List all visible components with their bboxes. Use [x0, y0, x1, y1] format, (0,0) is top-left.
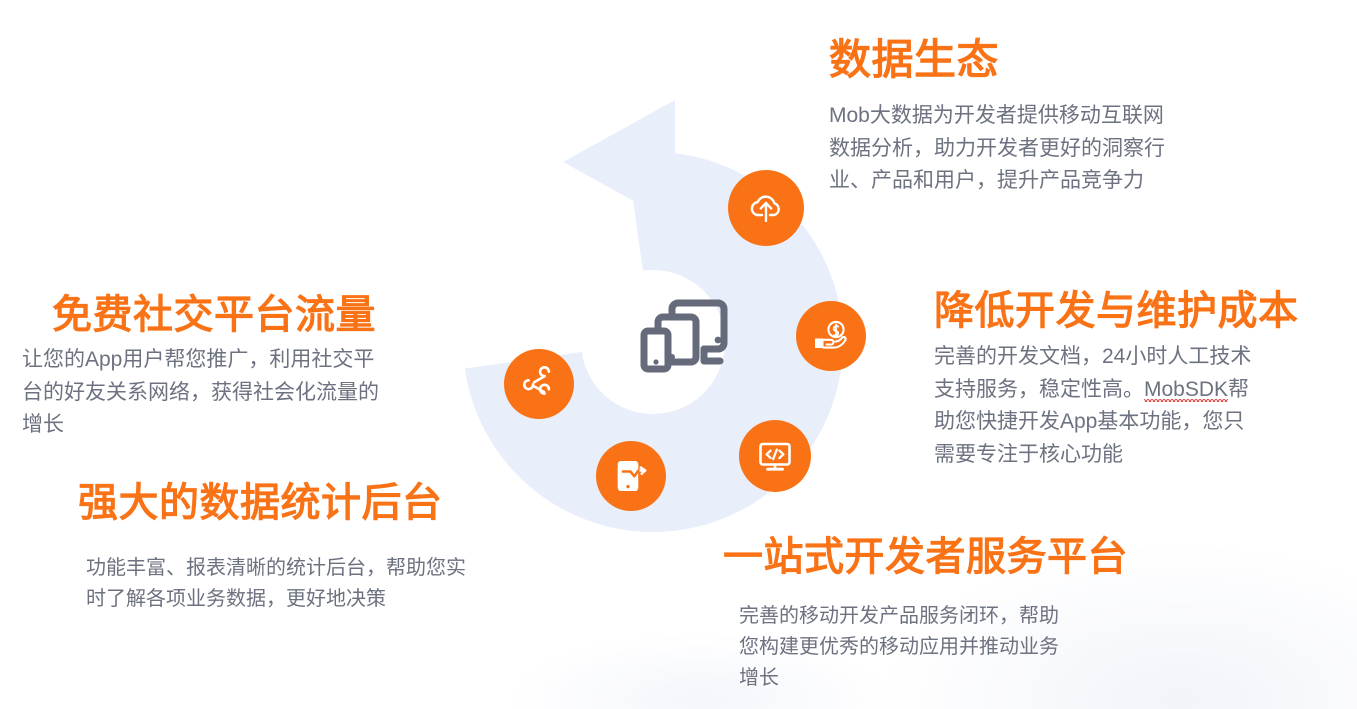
badge-code-monitor[interactable] — [739, 420, 811, 492]
cost-heading: 降低开发与维护成本 — [934, 289, 1299, 333]
ecosystem-body: Mob大数据为开发者提供移动互联网 数据分析，助力开发者更好的洞察行 业、产品和… — [829, 100, 1165, 198]
badge-mobile-analytics[interactable] — [596, 441, 666, 511]
multi-device-icon — [634, 291, 730, 377]
badge-cloud-upload[interactable] — [728, 170, 804, 246]
social-body: 让您的App用户帮您推广，利用社交平 台的好友关系网络，获得社会化流量的 增长 — [22, 344, 379, 442]
platform-line-3: 增长 — [739, 667, 779, 690]
stats-body: 功能丰富、报表清晰的统计后台，帮助您实 时了解各项业务数据，更好地决策 — [86, 553, 466, 615]
share-network-icon — [520, 365, 558, 403]
cost-line-3: 助您快捷开发App基本功能，您只 — [934, 410, 1245, 434]
cost-line-2: 支持服务，稳定性高。MobSDK帮 — [934, 374, 1299, 407]
cost-line-2-suffix: 帮 — [1228, 377, 1250, 401]
social-line-1: 让您的App用户帮您推广，利用社交平 — [22, 348, 375, 372]
platform-line-2: 您构建更优秀的移动应用并推动业务 — [739, 636, 1059, 659]
cloud-upload-icon — [746, 188, 786, 228]
section-cost: 降低开发与维护成本 完善的开发文档，24小时人工技术 支持服务，稳定性高。Mob… — [934, 289, 1299, 471]
social-line-2: 台的好友关系网络，获得社会化流量的 — [22, 380, 379, 404]
cost-body: 完善的开发文档，24小时人工技术 支持服务，稳定性高。MobSDK帮 助您快捷开… — [934, 341, 1299, 471]
cost-line-1: 完善的开发文档，24小时人工技术 — [934, 345, 1252, 369]
ecosystem-line-2: 数据分析，助力开发者更好的洞察行 — [829, 136, 1165, 160]
section-ecosystem: 数据生态 Mob大数据为开发者提供移动互联网 数据分析，助力开发者更好的洞察行 … — [829, 37, 1165, 198]
badge-share-network[interactable] — [504, 349, 574, 419]
section-stats: 强大的数据统计后台 功能丰富、报表清晰的统计后台，帮助您实 时了解各项业务数据，… — [78, 481, 466, 615]
cost-line-4: 需要专注于核心功能 — [934, 442, 1123, 466]
platform-heading: 一站式开发者服务平台 — [723, 535, 1128, 579]
stats-line-1: 功能丰富、报表清晰的统计后台，帮助您实 — [86, 557, 466, 580]
platform-body: 完善的移动开发产品服务闭环，帮助 您构建更优秀的移动应用并推动业务 增长 — [739, 601, 1128, 694]
platform-line-1: 完善的移动开发产品服务闭环，帮助 — [739, 605, 1059, 628]
cost-line-2-prefix: 支持服务，稳定性高。 — [934, 377, 1144, 401]
ecosystem-heading: 数据生态 — [829, 36, 1000, 83]
code-monitor-icon — [755, 436, 795, 476]
mobile-analytics-icon — [612, 457, 650, 495]
section-social: 免费社交平台流量 让您的App用户帮您推广，利用社交平 台的好友关系网络，获得社… — [22, 293, 379, 442]
social-line-3: 增长 — [22, 413, 64, 437]
stats-line-2: 时了解各项业务数据，更好地决策 — [86, 588, 386, 611]
mobsdk-term: MobSDK — [1144, 377, 1229, 401]
social-heading: 免费社交平台流量 — [52, 293, 376, 337]
section-platform: 一站式开发者服务平台 完善的移动开发产品服务闭环，帮助 您构建更优秀的移动应用并… — [723, 535, 1128, 694]
money-hand-icon — [812, 317, 850, 355]
ecosystem-line-1: Mob大数据为开发者提供移动互联网 — [829, 104, 1164, 128]
ecosystem-line-3: 业、产品和用户，提升产品竞争力 — [829, 169, 1144, 193]
badge-money-hand[interactable] — [796, 301, 866, 371]
stats-heading: 强大的数据统计后台 — [78, 481, 443, 525]
